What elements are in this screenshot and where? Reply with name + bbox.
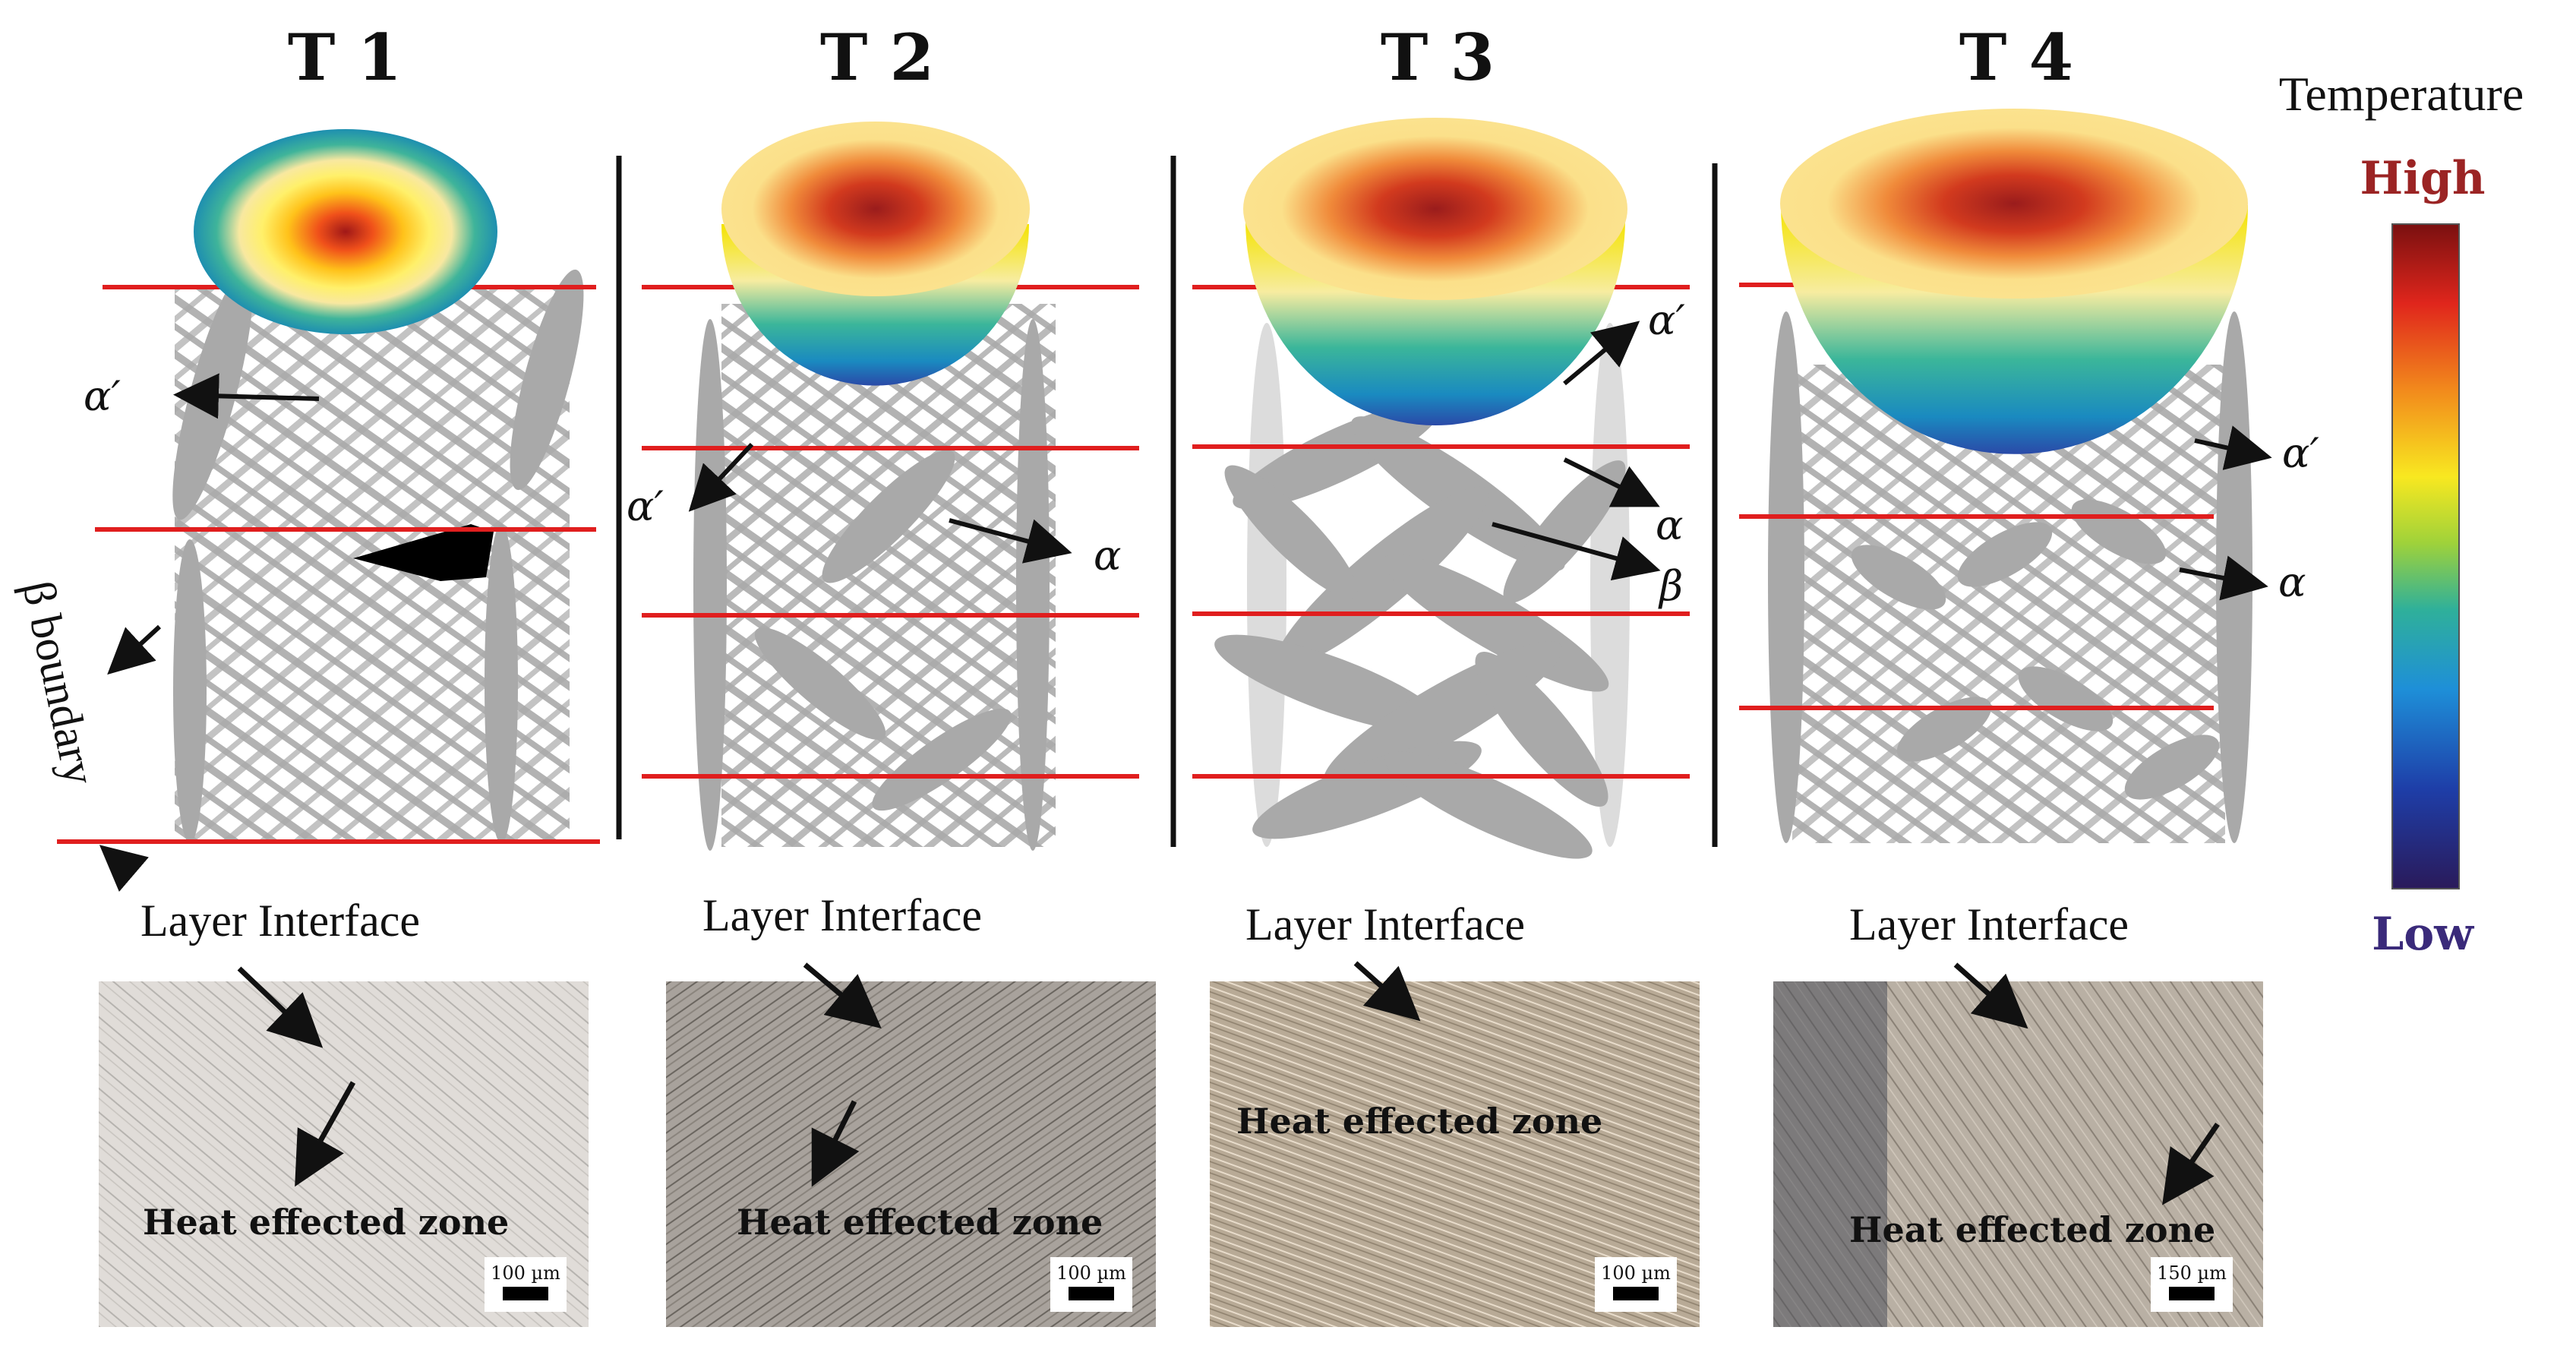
label-alpha: α bbox=[2278, 558, 2306, 606]
grain-boundary-right bbox=[1590, 323, 1630, 847]
grain-boundary-right bbox=[1016, 319, 1050, 851]
arrow bbox=[1563, 457, 1660, 507]
panel-t1-schematic: α′ β boundary Layer Interface bbox=[13, 129, 600, 946]
scale-bar-label-t1: 100 µm bbox=[491, 1262, 560, 1284]
arrow bbox=[1563, 321, 1640, 386]
arrow bbox=[107, 624, 162, 675]
temperature-color-bar bbox=[2391, 223, 2460, 889]
layer-interface-label-t1: Layer Interface bbox=[140, 896, 420, 946]
haz-label-t4: Heat effected zone bbox=[1849, 1209, 2215, 1250]
arrow bbox=[688, 442, 754, 512]
grain-boundary-left bbox=[1247, 323, 1286, 847]
micrograph-t1: Heat effected zone 100 µm bbox=[99, 966, 589, 1327]
label-alpha-prime: α′ bbox=[2282, 429, 2319, 477]
label-alpha-prime: α′ bbox=[1648, 296, 1685, 344]
arrow bbox=[2194, 425, 2272, 470]
haz-label-t3: Heat effected zone bbox=[1236, 1101, 1602, 1142]
scale-bar-label-t2: 100 µm bbox=[1056, 1262, 1126, 1284]
melt-pool-t4-top bbox=[1780, 109, 2248, 299]
temperature-legend: Temperature High Low bbox=[2279, 67, 2524, 961]
panel-t2-schematic: α′ α Layer Interface bbox=[627, 122, 1139, 940]
arrow bbox=[949, 518, 1072, 564]
legend-low-label: Low bbox=[2372, 908, 2474, 961]
panel-t3-schematic: α′ α β Layer Interface bbox=[1192, 118, 1690, 949]
haz-label-t1: Heat effected zone bbox=[143, 1202, 509, 1243]
micrograph-t2: Heat effected zone 100 µm bbox=[666, 962, 1156, 1327]
arrow bbox=[173, 373, 320, 419]
label-alpha-prime: α′ bbox=[627, 482, 664, 530]
micrograph-t3: Heat effected zone 100 µm bbox=[1210, 961, 1700, 1327]
label-alpha: α bbox=[1656, 501, 1683, 549]
scale-bar-label-t3: 100 µm bbox=[1601, 1262, 1671, 1284]
defect-void bbox=[353, 524, 494, 581]
melt-pool-t1 bbox=[194, 129, 497, 334]
melt-pool-t2-top bbox=[721, 122, 1030, 296]
panel-title-t1: T 1 bbox=[288, 20, 402, 95]
layer-interface-label-t2: Layer Interface bbox=[702, 890, 982, 940]
arrow bbox=[1492, 522, 1661, 581]
arrow bbox=[237, 966, 324, 1048]
haz-label-t2: Heat effected zone bbox=[737, 1202, 1103, 1243]
scale-bar-label-t4: 150 µm bbox=[2157, 1262, 2227, 1284]
melt-pool-t3-top bbox=[1243, 118, 1627, 300]
label-alpha-prime: α′ bbox=[84, 372, 121, 420]
layer-interface-label-t3: Layer Interface bbox=[1245, 899, 1525, 949]
arrow bbox=[811, 1100, 860, 1187]
panel-title-t3: T 3 bbox=[1381, 20, 1495, 95]
legend-title: Temperature bbox=[2279, 67, 2524, 121]
arrow bbox=[803, 962, 882, 1028]
arrow bbox=[1953, 962, 2028, 1029]
arrow bbox=[1353, 961, 1421, 1022]
label-beta-boundary: β boundary bbox=[13, 577, 105, 789]
arrow bbox=[295, 1081, 356, 1187]
panel-title-t4: T 4 bbox=[1959, 20, 2073, 95]
arrow bbox=[2162, 1123, 2220, 1205]
layer-interface-label-t4: Layer Interface bbox=[1849, 899, 2129, 949]
grain-boundary-left bbox=[1768, 311, 1804, 843]
legend-high-label: High bbox=[2360, 152, 2485, 205]
label-beta: β bbox=[1658, 562, 1683, 610]
panel-title-t2: T 2 bbox=[820, 20, 934, 95]
grain-boundary-right bbox=[485, 524, 518, 843]
label-alpha: α bbox=[1094, 532, 1121, 580]
arrow bbox=[2179, 555, 2268, 601]
grain-boundary-left bbox=[173, 539, 207, 843]
micrograph-t4: Heat effected zone 150 µm bbox=[1773, 962, 2263, 1327]
arrow bbox=[99, 845, 149, 893]
panel-t4-schematic: α′ α Layer Interface bbox=[1739, 109, 2319, 949]
grain-boundary-left bbox=[693, 319, 727, 851]
